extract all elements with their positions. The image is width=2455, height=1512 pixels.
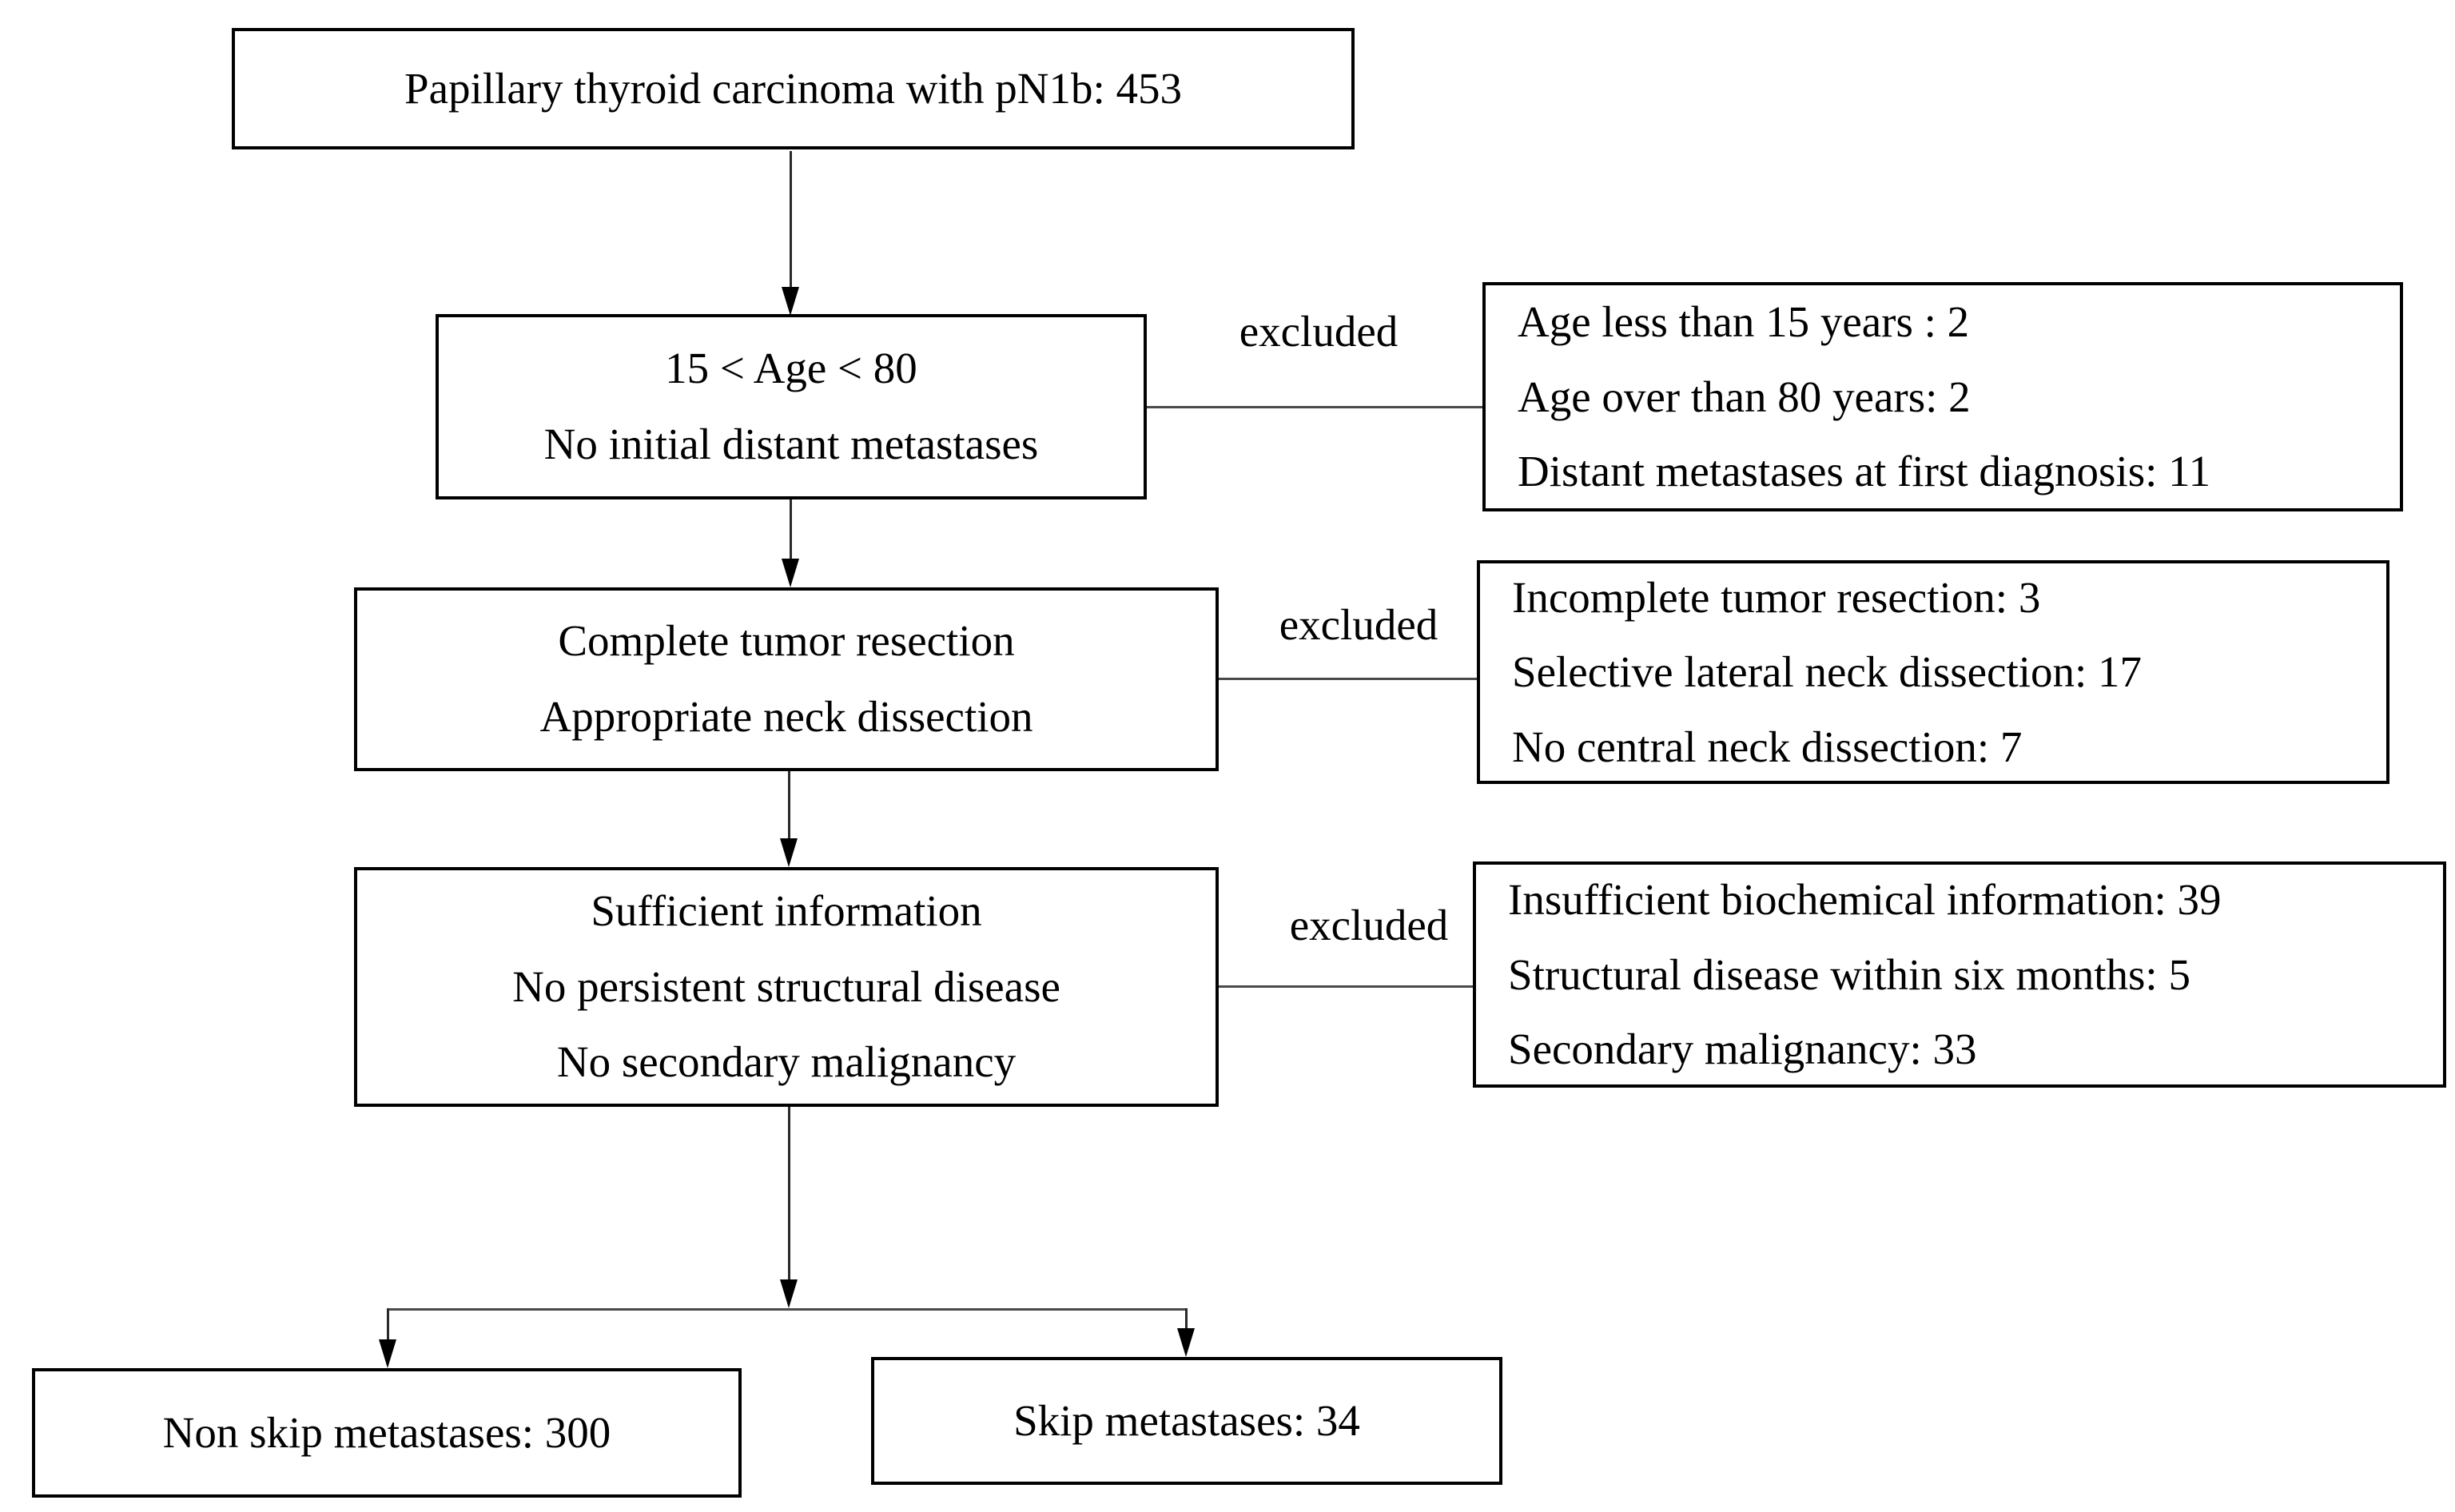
node-root: Papillary thyroid carcinoma with pN1b: 4… (232, 28, 1355, 149)
excluded-box-sufficient: Insufficient biochemical information: 39… (1473, 861, 2446, 1088)
excluded-sufficient-line1: Insufficient biochemical information: 39 (1508, 875, 2222, 925)
node-non-skip-metastases: Non skip metastases: 300 (32, 1368, 742, 1498)
node-sufficient-criteria-line3: No secondary malignancy (556, 1037, 1017, 1087)
excluded-sufficient-line3: Secondary malignancy: 33 (1508, 1025, 1977, 1074)
connector-sufficient-to-branch (788, 1107, 790, 1281)
arrowhead-sufficient-to-branch (780, 1279, 798, 1308)
node-non-skip-metastases-text: Non skip metastases: 300 (162, 1407, 611, 1457)
excluded-sufficient-line2: Structural disease within six months: 5 (1508, 949, 2190, 999)
node-sufficient-criteria-line2: No persistent structural disease (512, 961, 1060, 1011)
connector-branch-to-non-skip (387, 1308, 389, 1342)
arrowhead-resection-to-sufficient (780, 838, 798, 867)
arrowhead-branch-to-non-skip (379, 1339, 396, 1368)
node-sufficient-criteria-line1: Sufficient information (591, 886, 982, 936)
node-resection-criteria-line1: Complete tumor resection (558, 616, 1015, 666)
connector-root-to-age (790, 151, 792, 287)
connector-resection-to-excluded (1219, 678, 1477, 680)
node-age-criteria: 15 < Age < 80 No initial distant metasta… (436, 314, 1147, 499)
excluded-box-resection: Incomplete tumor resection: 3 Selective … (1477, 560, 2389, 784)
node-age-criteria-line1: 15 < Age < 80 (665, 344, 917, 393)
connector-sufficient-to-excluded (1219, 985, 1473, 988)
connector-branch-to-skip (1185, 1308, 1188, 1331)
excluded-box-age: Age less than 15 years : 2 Age over than… (1482, 282, 2403, 511)
arrowhead-branch-to-skip (1177, 1328, 1195, 1357)
node-skip-metastases: Skip metastases: 34 (871, 1357, 1502, 1485)
excluded-resection-line1: Incomplete tumor resection: 3 (1512, 572, 2041, 622)
connector-resection-to-sufficient (788, 771, 790, 840)
arrowhead-root-to-age (782, 287, 799, 316)
excluded-resection-line2: Selective lateral neck dissection: 17 (1512, 647, 2143, 697)
excluded-age-line1: Age less than 15 years : 2 (1518, 297, 1970, 347)
excluded-label-resection: excluded (1279, 600, 1438, 649)
excluded-resection-line3: No central neck dissection: 7 (1512, 722, 2023, 771)
arrowhead-age-to-resection (782, 559, 799, 587)
excluded-age-line2: Age over than 80 years: 2 (1518, 372, 1971, 421)
connector-age-to-resection (790, 499, 792, 560)
node-skip-metastases-text: Skip metastases: 34 (1013, 1395, 1360, 1445)
excluded-label-age: excluded (1239, 307, 1399, 356)
branch-horizontal-line (387, 1308, 1188, 1311)
node-resection-criteria: Complete tumor resection Appropriate nec… (354, 587, 1219, 771)
connector-age-to-excluded (1147, 406, 1482, 408)
excluded-label-sufficient: excluded (1289, 901, 1449, 949)
node-root-text: Papillary thyroid carcinoma with pN1b: 4… (404, 63, 1182, 113)
node-sufficient-criteria: Sufficient information No persistent str… (354, 867, 1219, 1107)
excluded-age-line3: Distant metastases at first diagnosis: 1… (1518, 447, 2211, 496)
node-resection-criteria-line2: Appropriate neck dissection (539, 692, 1033, 741)
node-age-criteria-line2: No initial distant metastases (543, 420, 1039, 468)
